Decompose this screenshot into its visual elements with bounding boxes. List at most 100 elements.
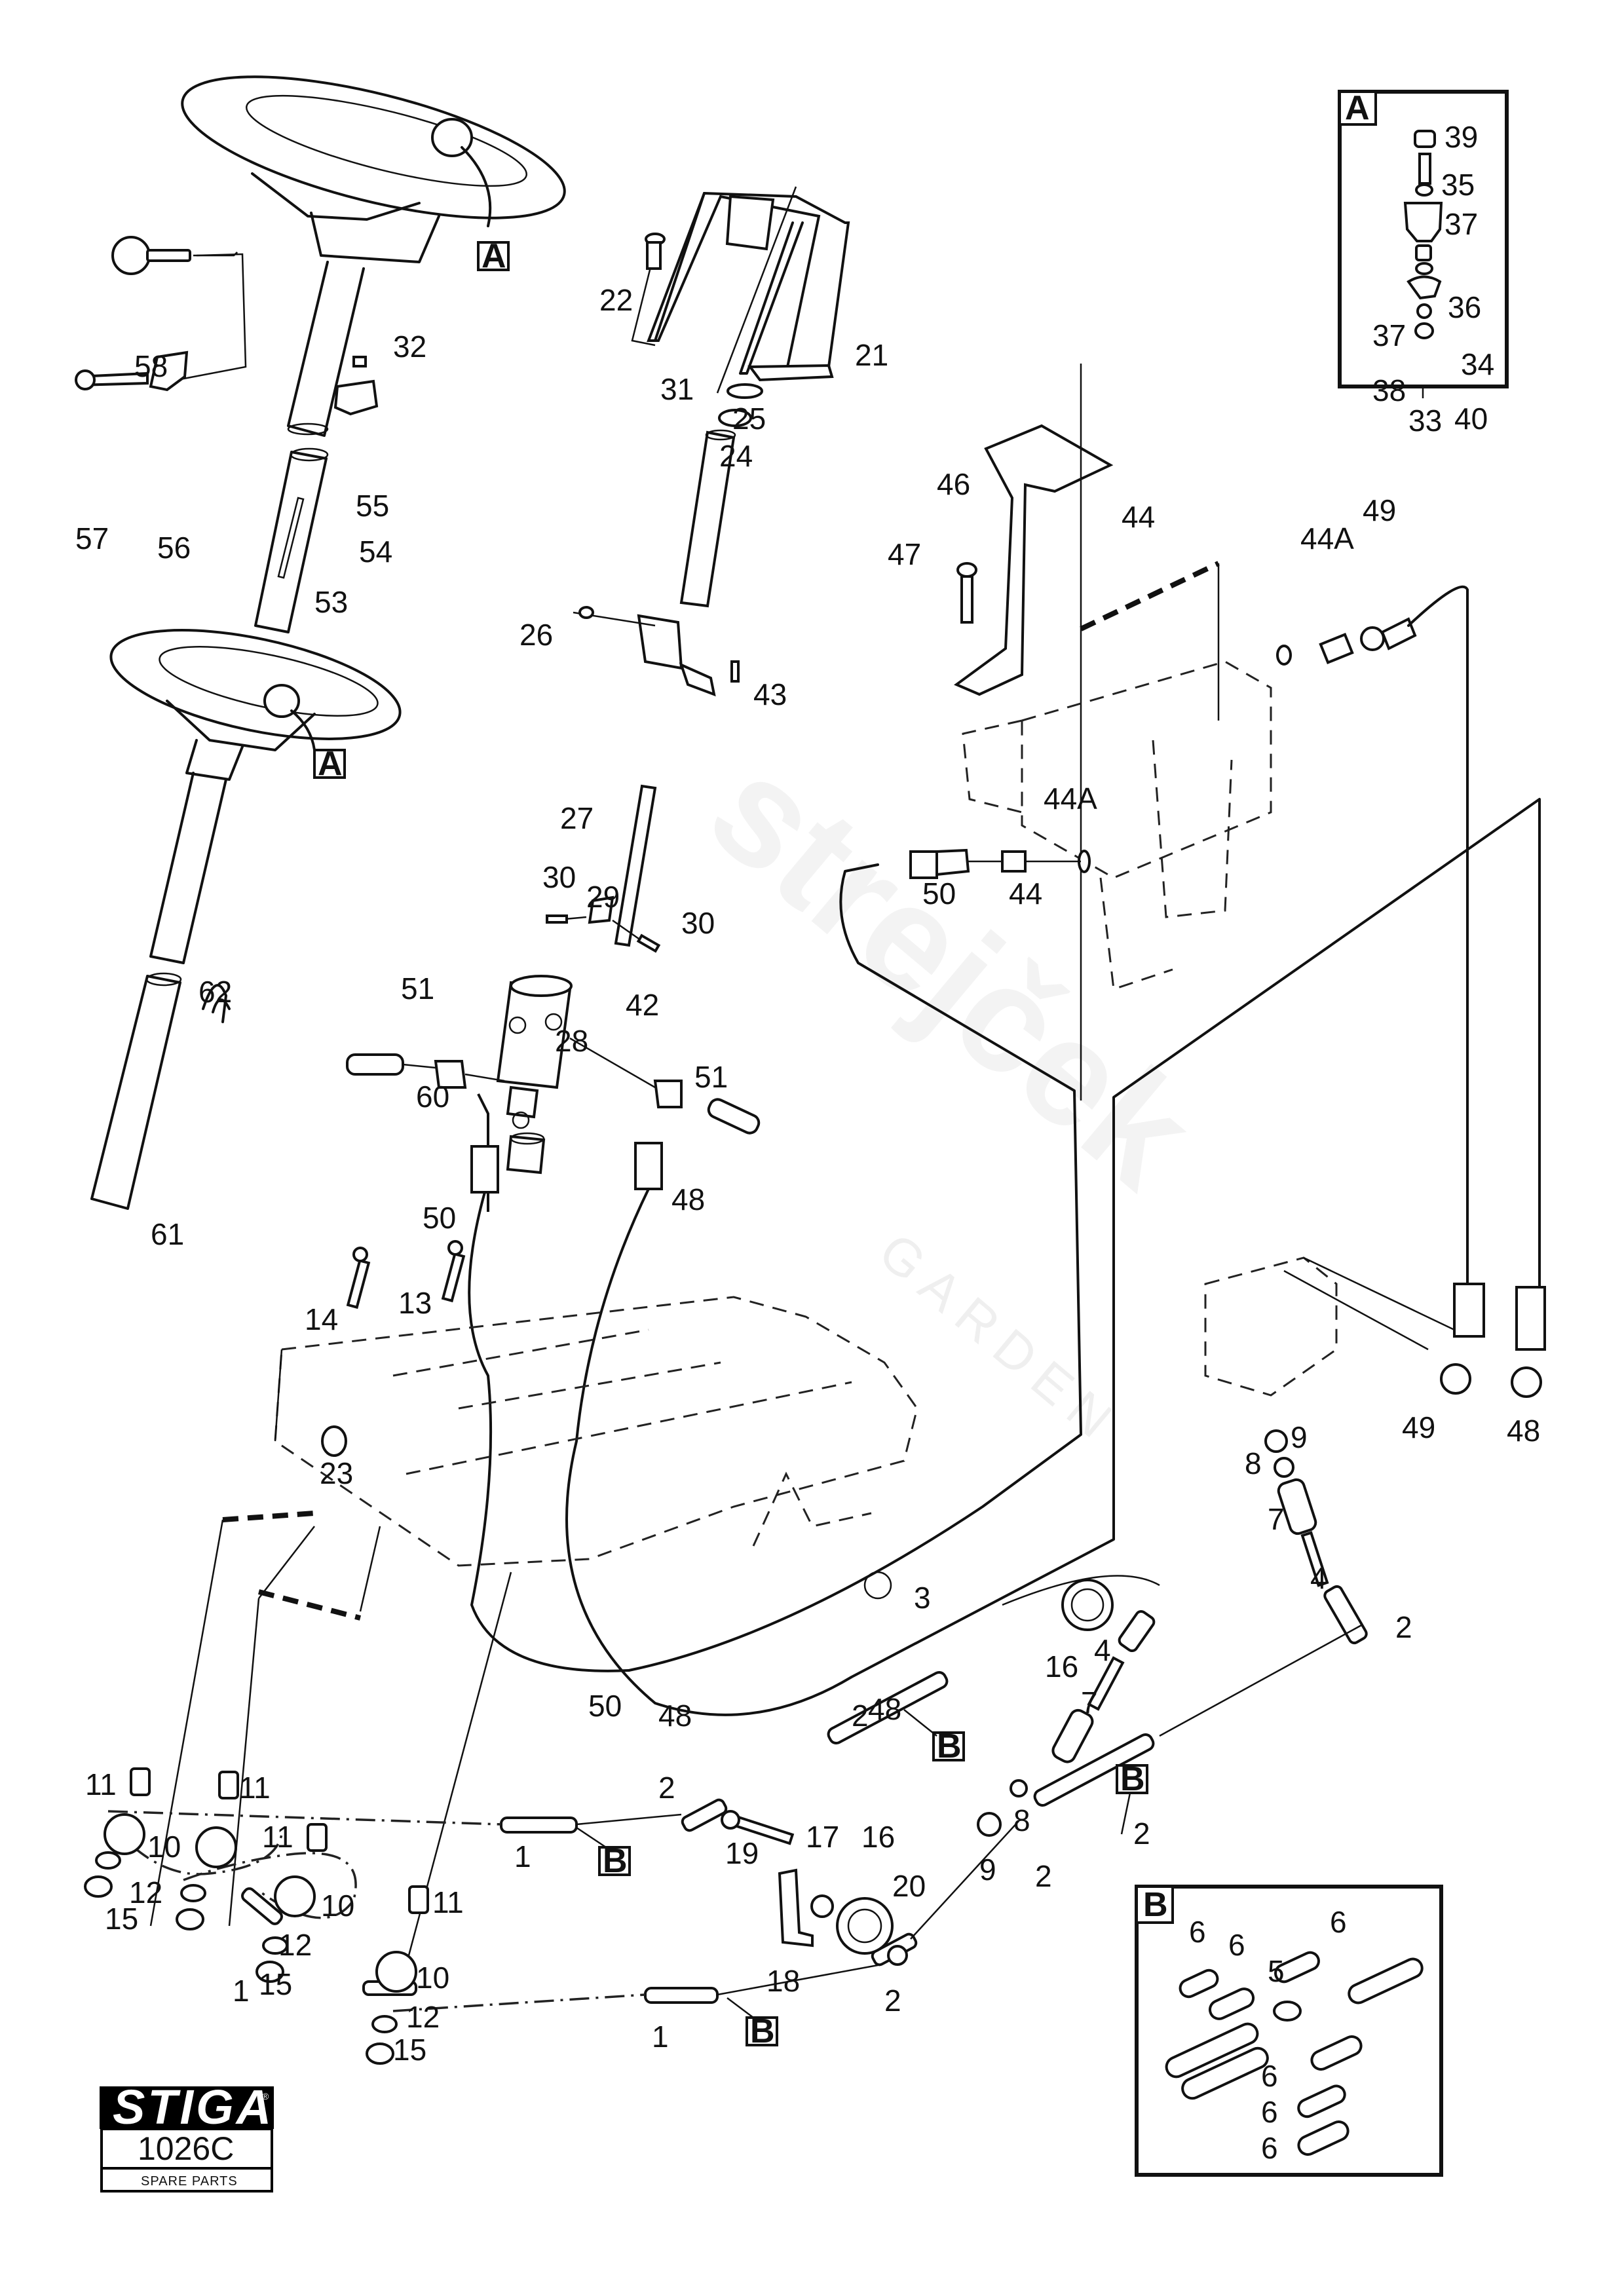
- callout-23: 23: [320, 1456, 353, 1490]
- sprocket-16-lower: [836, 1897, 894, 1955]
- callout-49a: 49: [1363, 493, 1396, 527]
- callout-22: 22: [599, 283, 633, 317]
- callout-11c: 11: [262, 1820, 293, 1854]
- detail-box-B: B: [1135, 1885, 1443, 2177]
- callout-5: 5: [1268, 1954, 1285, 1988]
- steering-wheel-lower: [90, 629, 402, 1210]
- callout-46: 46: [937, 467, 970, 501]
- ref-box-B-4[interactable]: B: [727, 1997, 778, 2050]
- callout-42: 42: [626, 988, 659, 1022]
- callout-38: 38: [1372, 373, 1406, 407]
- callout-55: 55: [356, 489, 389, 523]
- callout-13: 13: [398, 1286, 432, 1320]
- callout-48a: 48: [671, 1182, 705, 1216]
- callout-24: 24: [719, 439, 753, 473]
- callout-7a: 7: [1268, 1502, 1285, 1536]
- callout-18: 18: [766, 1964, 800, 1998]
- callout-33: 33: [1408, 404, 1442, 438]
- callout-35: 35: [1441, 168, 1475, 202]
- callout-51a: 51: [401, 971, 434, 1006]
- callout-4a: 4: [1310, 1561, 1327, 1595]
- ref-box-B-3-label: B: [603, 1842, 628, 1880]
- callout-20: 20: [892, 1869, 926, 1903]
- callout-25: 25: [732, 402, 766, 436]
- callout-44Aa: 44A: [1300, 521, 1354, 555]
- callout-11a: 11: [85, 1767, 117, 1801]
- callout-9a: 9: [1291, 1420, 1308, 1454]
- diagram-code: 1026C: [138, 2130, 234, 2167]
- seal-31: [727, 383, 763, 399]
- callout-6f: 6: [1261, 2131, 1278, 2165]
- callout-6e: 6: [1261, 2095, 1278, 2129]
- callout-19: 19: [725, 1836, 759, 1870]
- spare-parts-caption: SPARE PARTS: [141, 2174, 238, 2189]
- callout-1b: 1: [652, 2020, 669, 2054]
- callout-58: 58: [134, 349, 168, 383]
- callout-40: 40: [1454, 402, 1488, 436]
- callout-12b: 12: [278, 1928, 312, 1962]
- ref-box-B-1[interactable]: B: [903, 1709, 965, 1765]
- callout-10b: 10: [321, 1889, 354, 1923]
- stiga-logo-block: STIGA ® 1026C SPARE PARTS: [100, 2080, 274, 2192]
- callout-8b: 8: [1013, 1803, 1030, 1837]
- ref-box-B-1-label: B: [937, 1727, 962, 1765]
- callout-49b: 49: [1402, 1410, 1435, 1444]
- callout-36: 36: [1448, 290, 1481, 324]
- callout-9b: 9: [979, 1853, 996, 1887]
- callout-32: 32: [393, 329, 426, 364]
- ref-box-A-upper[interactable]: A: [477, 237, 510, 275]
- callout-50c: 50: [588, 1689, 622, 1723]
- callout-44Ab: 44A: [1044, 781, 1097, 816]
- stiga-brand: STIGA: [113, 2080, 274, 2134]
- callout-6b: 6: [1228, 1928, 1245, 1962]
- callout-28: 28: [555, 1024, 588, 1058]
- detail-box-A-title: A: [1345, 89, 1370, 127]
- callout-2d: 2: [1133, 1816, 1150, 1851]
- callout-2c: 2: [658, 1771, 675, 1805]
- ref-box-A-lower-label: A: [318, 745, 343, 783]
- callout-2e: 2: [1035, 1859, 1052, 1893]
- callout-51b: 51: [694, 1060, 728, 1094]
- registered-mark: ®: [262, 2091, 269, 2101]
- stiga-logo-bg: [100, 2086, 274, 2129]
- ref-box-A-lower[interactable]: A: [313, 745, 346, 783]
- callout-1a: 1: [514, 1839, 531, 1873]
- callout-30a: 30: [542, 860, 576, 894]
- ref-box-B-2[interactable]: B: [1116, 1760, 1148, 1835]
- callout-37a: 37: [1445, 207, 1478, 241]
- callout-15c: 15: [393, 2033, 426, 2067]
- callout-17: 17: [806, 1820, 839, 1854]
- callout-6d: 6: [1261, 2059, 1278, 2093]
- callout-8a: 8: [1245, 1446, 1262, 1480]
- callout-53: 53: [314, 585, 348, 619]
- callout-6c: 6: [1330, 1905, 1347, 1939]
- callout-44b: 44: [1009, 876, 1042, 911]
- ref-box-A-upper-label: A: [482, 237, 506, 275]
- callout-10a: 10: [147, 1830, 181, 1864]
- detail-box-B-title: B: [1143, 1886, 1168, 1924]
- callout-48d: 48: [658, 1699, 692, 1733]
- callout-60: 60: [416, 1080, 449, 1114]
- callout-39: 39: [1445, 120, 1478, 154]
- callout-43: 43: [753, 677, 787, 711]
- callout-4b: 4: [1094, 1633, 1111, 1667]
- watermark: strejček GARDEN: [680, 724, 1225, 1456]
- elbow-49: [1440, 1363, 1471, 1395]
- callout-30b: 30: [681, 906, 715, 940]
- ref-box-B-3[interactable]: B: [576, 1826, 631, 1880]
- callout-15b: 15: [259, 1967, 292, 2001]
- callout-29: 29: [586, 880, 620, 914]
- sprocket-16-upper: [1061, 1579, 1114, 1631]
- watermark-text: strejček: [680, 724, 1225, 1220]
- callout-12c: 12: [406, 2000, 440, 2034]
- callout-50b: 50: [922, 876, 956, 911]
- ref-box-B-2-label: B: [1120, 1760, 1145, 1798]
- callout-54: 54: [359, 535, 392, 569]
- ref-box-B-4-label: B: [750, 2012, 775, 2050]
- callout-labels: 32 58 55 54 57 56 53 22 21 31 25 26 24 4…: [75, 120, 1540, 2165]
- callout-2f: 2: [884, 1984, 901, 2018]
- callout-14: 14: [305, 1302, 338, 1336]
- hydraulic-valve: [909, 364, 1469, 1311]
- callout-2b: 2: [852, 1699, 869, 1733]
- callout-62: 62: [198, 975, 232, 1009]
